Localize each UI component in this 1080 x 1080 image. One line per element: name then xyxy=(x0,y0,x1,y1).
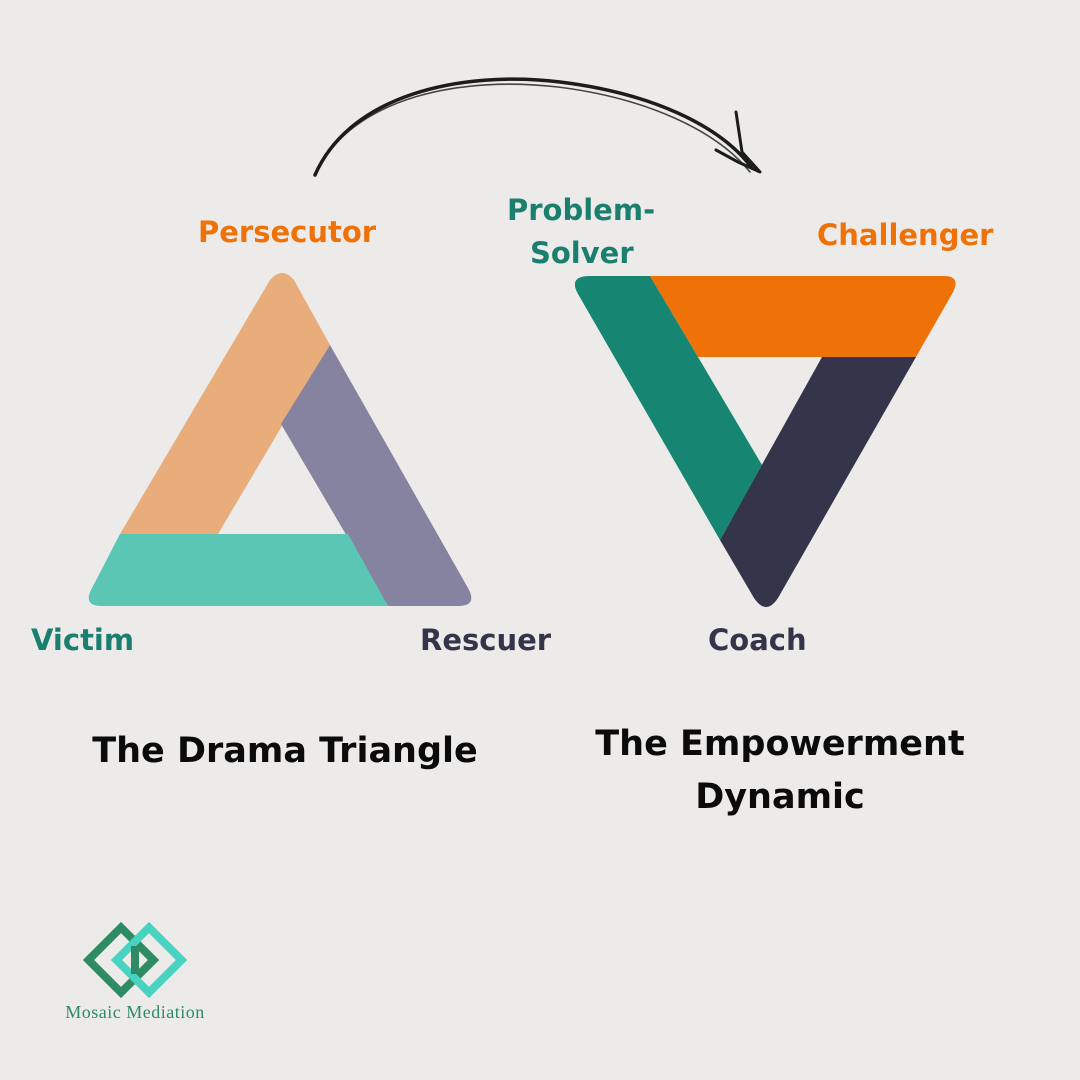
drama-triangle-title-text: The Drama Triangle xyxy=(92,731,478,771)
victim-label: Victim xyxy=(31,623,135,657)
victim-side xyxy=(88,534,389,606)
transition-arrow xyxy=(313,77,762,177)
empowerment-triangle xyxy=(574,276,956,607)
rescuer-side xyxy=(281,345,472,606)
logo-diamonds-icon xyxy=(82,921,188,999)
arrow-curve xyxy=(313,77,754,177)
drama-triangle xyxy=(88,273,472,606)
problem-solver-label-line1: Problem- xyxy=(507,193,656,227)
problem-solver-side xyxy=(574,276,762,540)
empowerment-title-line2: Dynamic xyxy=(695,776,865,817)
problem-solver-label-line2: Solver xyxy=(530,236,634,270)
mosaic-mediation-logo: Mosaic Mediation xyxy=(40,918,230,1028)
arrow-head xyxy=(714,110,762,174)
challenger-side xyxy=(650,276,956,357)
rescuer-label: Rescuer xyxy=(420,623,552,657)
persecutor-side xyxy=(120,273,330,534)
drama-triangle-title: The Drama Triangle xyxy=(60,725,510,778)
coach-side xyxy=(720,357,916,607)
empowerment-dynamic-title: The Empowerment Dynamic xyxy=(560,718,1000,823)
challenger-label: Challenger xyxy=(817,218,994,252)
coach-label: Coach xyxy=(708,623,807,657)
persecutor-label: Persecutor xyxy=(198,215,377,249)
empowerment-title-line1: The Empowerment xyxy=(595,724,965,764)
arrow-curve-sketch xyxy=(317,83,751,173)
logo-wordmark: Mosaic Mediation xyxy=(65,1002,205,1022)
